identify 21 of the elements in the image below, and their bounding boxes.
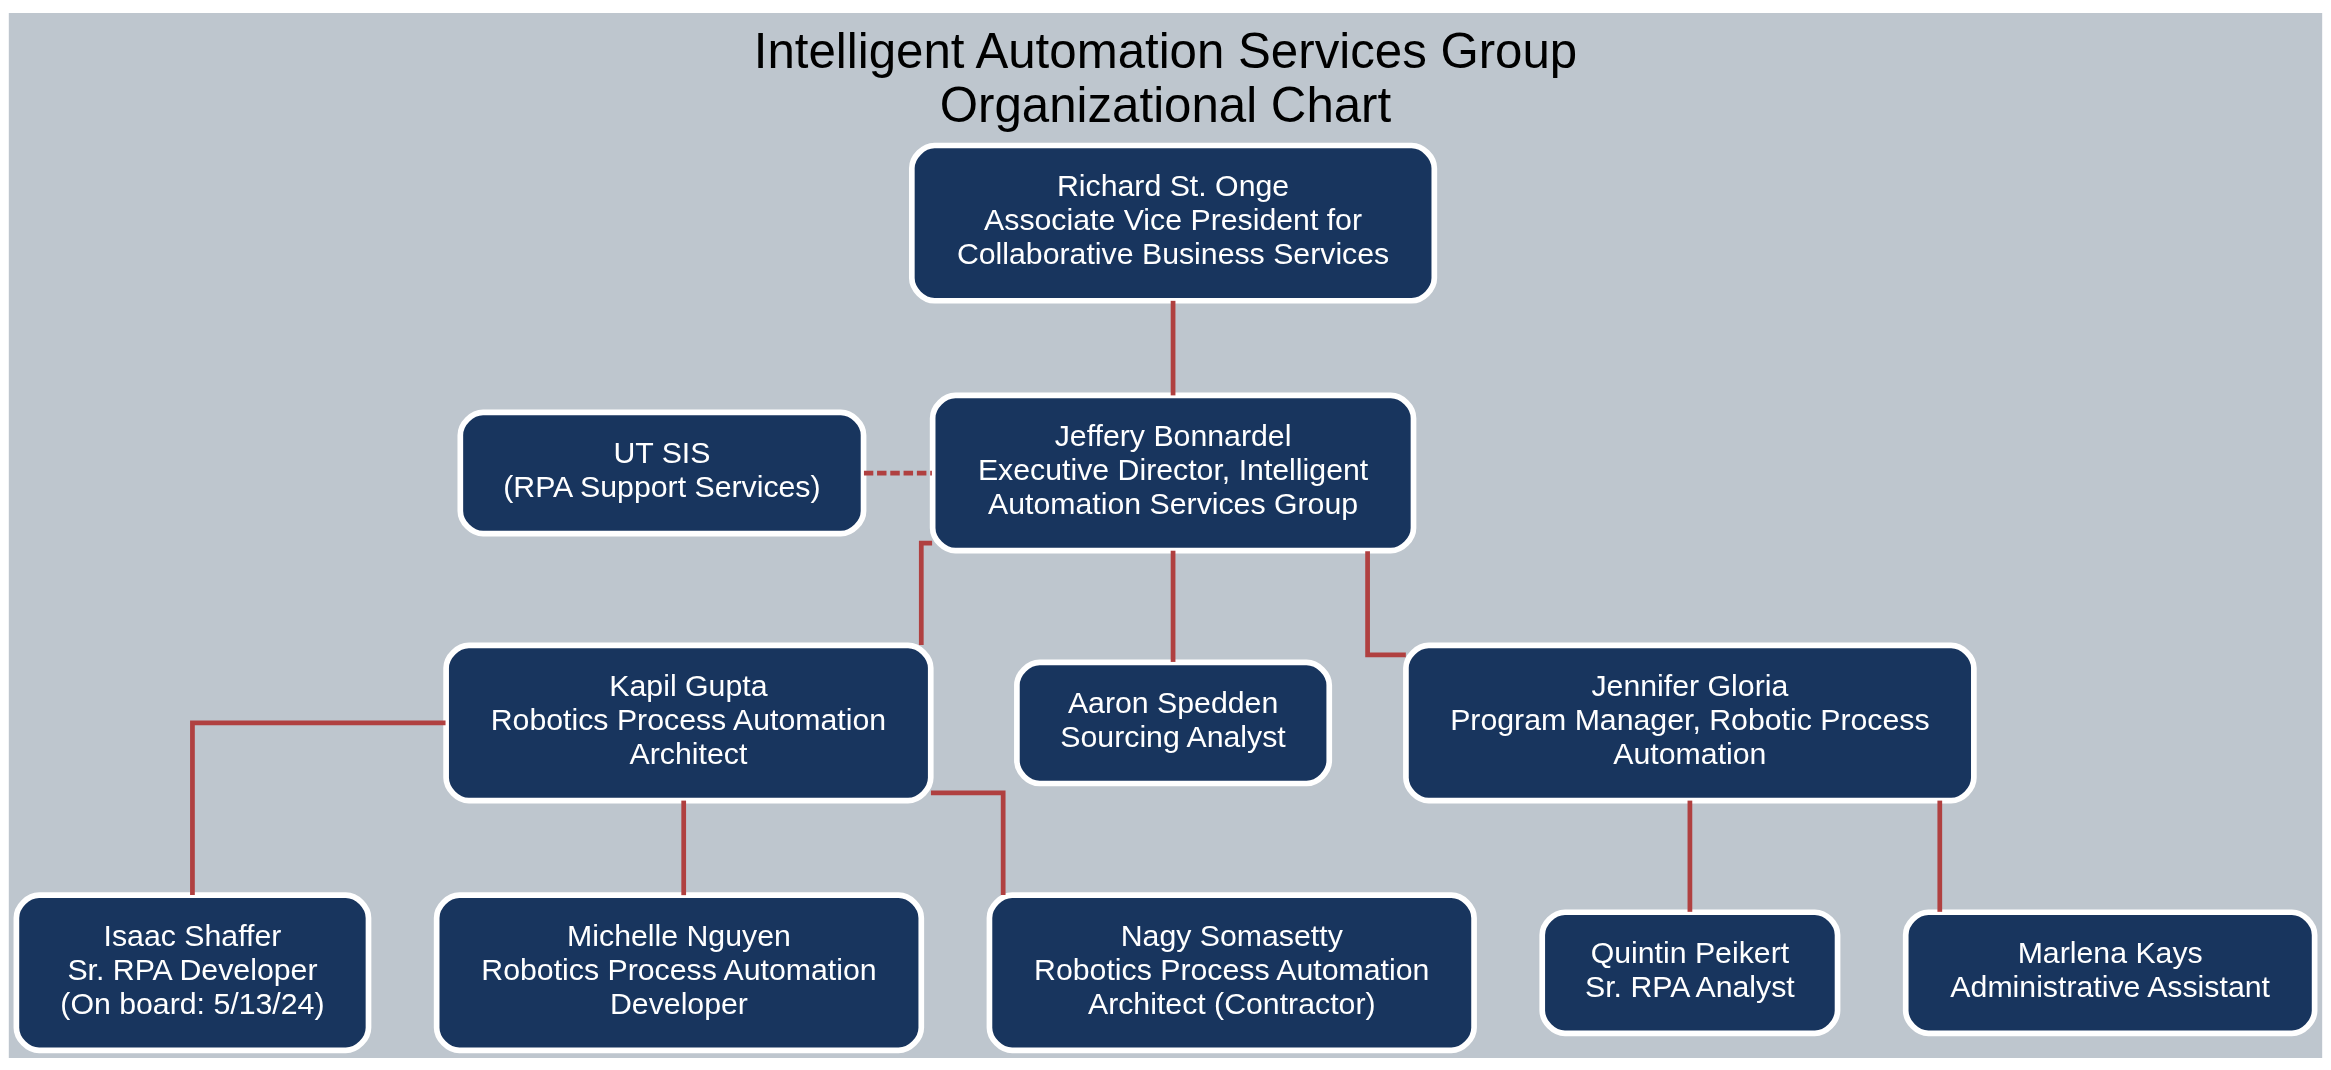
connector bbox=[930, 790, 1006, 895]
node-box: Nagy Somasetty Robotics Process Automation Architect (Contractor) bbox=[986, 891, 1477, 1053]
node-box: Quintin Peikert Sr. RPA Analyst bbox=[1539, 908, 1841, 1036]
node-box: Aaron Spedden Sourcing Analyst bbox=[1014, 659, 1333, 786]
diagram-title: Intelligent Automation Services Group Organizational Chart bbox=[753, 22, 1578, 132]
node-box: Richard St. Onge Associate Vice President for Collaborative Business Services bbox=[909, 142, 1438, 304]
node-box: Isaac Shaffer Sr. RPA Developer (On board: 5/13/24) bbox=[13, 891, 372, 1053]
connector bbox=[918, 540, 933, 645]
node-box: Kapil Gupta Robotics Process Automation Architect bbox=[443, 641, 934, 803]
node-box: Jeffery Bonnardel Executive Director, Intelligent Automation Services Group bbox=[929, 392, 1417, 553]
connector bbox=[1687, 800, 1693, 912]
connector bbox=[190, 720, 446, 895]
connector bbox=[863, 470, 932, 475]
node-box: Jennifer Gloria Program Manager, Robotic Process Automation bbox=[1403, 641, 1977, 803]
connector bbox=[681, 800, 687, 895]
node-box: Michelle Nguyen Robotics Process Automation Developer bbox=[433, 891, 925, 1053]
connector bbox=[1937, 800, 1943, 912]
node-box: UT SIS (RPA Support Services) bbox=[457, 409, 867, 536]
connector bbox=[1170, 550, 1176, 662]
connector bbox=[1170, 300, 1176, 395]
node-box: Marlena Kays Administrative Assistant bbox=[1902, 908, 2318, 1036]
